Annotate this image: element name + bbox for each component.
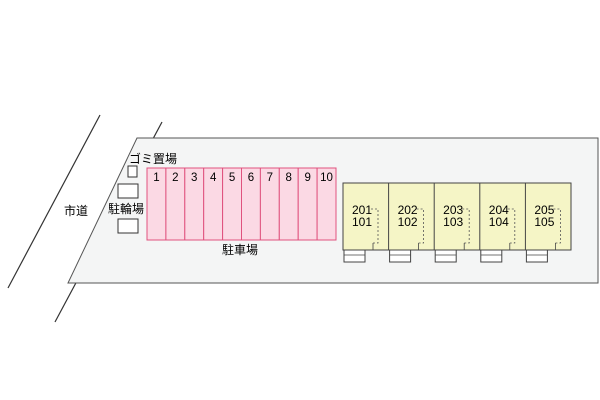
unit-number-upper: 203 [443,203,463,217]
parking-space-10 [316,167,337,241]
unit-number-upper: 201 [352,203,372,217]
road-line-left [7,114,101,289]
parking-space-number: 2 [172,172,178,184]
unit-number-upper: 205 [534,203,554,217]
unit-number-lower: 104 [489,215,509,229]
garbage-box [127,165,138,178]
unit-103-stair [462,208,470,244]
unit-101-porch [343,249,366,263]
unit-102-porch [389,249,412,263]
unit-number-lower: 101 [352,215,372,229]
unit-number-lower: 103 [443,215,463,229]
parking-space-number: 7 [267,172,273,184]
building-outline [342,182,572,251]
parking-space-number: 4 [210,172,217,184]
unit-101-stair [371,208,379,244]
unit-number-upper: 204 [489,203,509,217]
parking-space-number: 9 [304,172,310,184]
unit-103-porch [434,249,457,263]
unit-105-porch [525,249,548,263]
unit-number-lower: 102 [398,215,418,229]
garbage-label: ゴミ置場 [129,151,177,166]
unit-number-upper: 202 [398,203,418,217]
unit-104-porch [480,249,503,263]
unit-102-stair [416,208,425,244]
unit-number-lower: 105 [534,215,554,229]
parking-space-number: 3 [191,172,197,184]
parking-space-number: 8 [286,172,292,184]
unit-105-stair [553,208,561,244]
bicycle-rack-top [117,183,139,199]
road-label: 市道 [64,203,88,218]
bicycle-label: 駐輪場 [108,201,144,216]
parking-space-number: 5 [229,172,235,184]
parking-space-number: 1 [153,172,159,184]
parking-space-number: 10 [320,172,333,184]
unit-104-stair [507,208,516,244]
bicycle-rack-bottom [117,218,139,234]
parking-space-number: 6 [248,172,254,184]
parking-label: 駐車場 [222,242,258,257]
